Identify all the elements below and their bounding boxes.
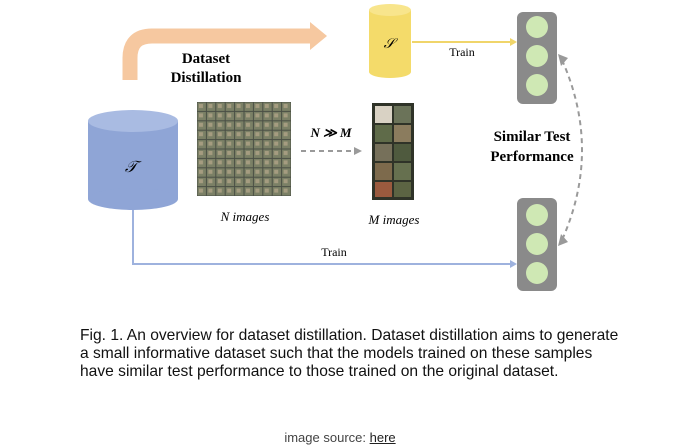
figure-caption: Fig. 1. An overview for dataset distilla… bbox=[80, 327, 619, 380]
train-label-top: Train bbox=[449, 45, 475, 59]
distillation-arrow bbox=[122, 22, 327, 80]
source-link[interactable]: here bbox=[369, 430, 396, 445]
source-prefix: image source: bbox=[284, 430, 370, 445]
image-source: image source: here bbox=[0, 430, 680, 445]
similar-label-line2: Performance bbox=[490, 149, 574, 165]
small-dataset-cylinder bbox=[369, 4, 411, 78]
ratio-label: N ≫ M bbox=[309, 125, 351, 140]
large-dataset-cylinder bbox=[88, 110, 178, 210]
distill-label-line1: Dataset bbox=[182, 51, 230, 67]
train-label-bottom: Train bbox=[321, 245, 347, 259]
n-images-label: N images bbox=[220, 209, 270, 224]
similar-label-line1: Similar Test bbox=[494, 129, 571, 145]
similarity-arrow bbox=[558, 54, 583, 246]
model-panel-top bbox=[517, 12, 557, 104]
m-images-label: M images bbox=[368, 212, 420, 227]
model-panel-bottom bbox=[517, 198, 557, 291]
n-images-grid bbox=[197, 102, 291, 196]
distill-label-line2: Distillation bbox=[171, 70, 242, 86]
train-line-bottom bbox=[132, 210, 511, 265]
m-images-column bbox=[372, 103, 414, 200]
distillation-diagram: Dataset Distillation 𝒮 Train 𝒯 N images … bbox=[88, 4, 583, 291]
